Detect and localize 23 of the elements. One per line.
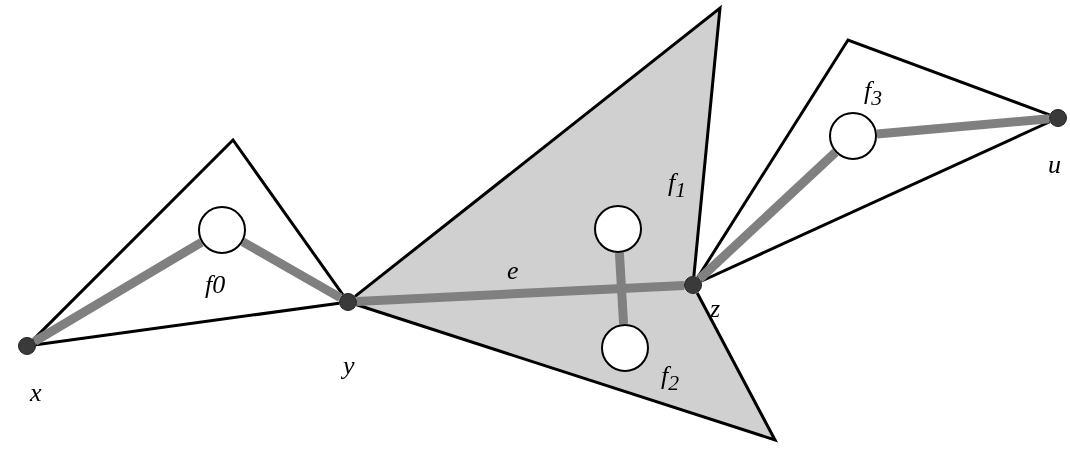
vertex-dot [339,293,357,311]
vertex-dot [18,337,36,355]
face-circle [198,206,246,254]
face-circle [829,112,877,160]
face-label: f$_{2}$ [661,363,680,395]
vertex-label: u [1048,152,1061,178]
vertex-label: x [30,380,42,406]
graph-edge [696,149,839,283]
face-boundary-line [356,292,779,443]
graph-edge [32,238,204,346]
graph-edge [876,114,1050,139]
face-label: f0 [205,272,226,298]
face-boundary-line [35,301,340,347]
graph-edge [614,252,629,325]
face-label: f$_{1}$ [668,170,687,202]
graph-edge [356,280,685,307]
graph-edge [240,238,343,302]
vertex-dot [1049,109,1067,127]
vertex-label: z [710,296,721,322]
face-boundary-line [700,120,1051,283]
face-boundary-line [354,4,722,298]
face-label: f$_{3}$ [864,78,883,110]
vertex-label: y [343,353,355,379]
